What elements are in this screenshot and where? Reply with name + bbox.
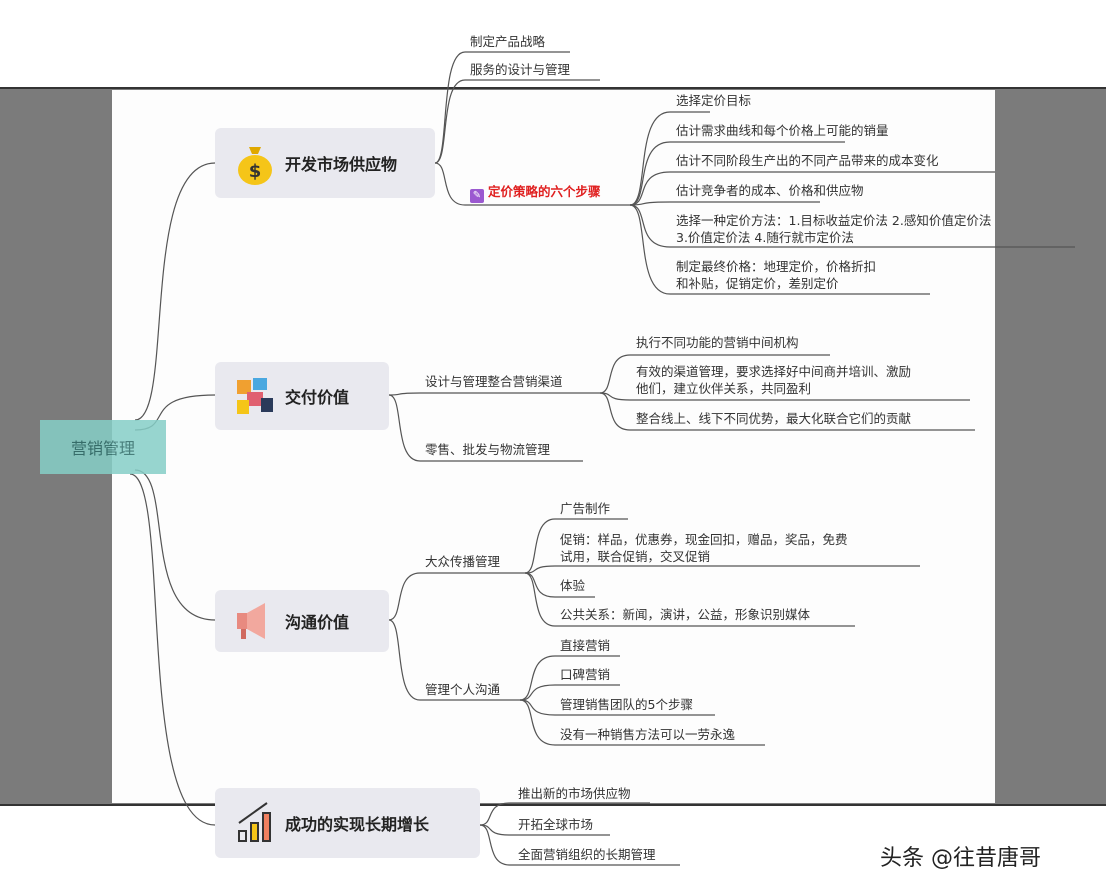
connector-line (434, 51, 570, 164)
node-label: 成功的实现长期增长 (285, 815, 430, 834)
list-item[interactable]: 公共关系：新闻，演讲，公益，形象识别媒体 (560, 607, 811, 622)
list-item[interactable]: 选择一种定价方法：1.目标收益定价法 2.感知价值定价法 (676, 213, 992, 228)
list-item[interactable]: 没有一种销售方法可以一劳永逸 (560, 727, 736, 742)
connector-line (524, 572, 855, 627)
canvas-panel (112, 90, 995, 803)
node-communicate-value[interactable]: 沟通价值 (215, 590, 389, 652)
list-item[interactable]: 他们，建立伙伴关系，共同盈利 (636, 381, 812, 396)
topic-pricing-steps[interactable]: ✎ 定价策略的六个步骤 (470, 184, 601, 203)
svg-text:$: $ (249, 161, 262, 182)
connector-line (519, 699, 765, 746)
list-item[interactable]: 估计竞争者的成本、价格和供应物 (676, 183, 864, 198)
topic-personal-communication[interactable]: 管理个人沟通 (425, 682, 501, 697)
list-item[interactable]: 3.价值定价法 4.随行就市定价法 (676, 230, 854, 245)
topic-new-offerings[interactable]: 推出新的市场供应物 (518, 786, 631, 801)
node-deliver-value[interactable]: 交付价值 (215, 362, 389, 430)
connector-line (524, 565, 920, 574)
connector-line (434, 79, 600, 164)
topic-mass-communication[interactable]: 大众传播管理 (425, 554, 501, 569)
connector-line (629, 141, 845, 206)
connector-line (524, 518, 628, 574)
list-item[interactable]: 选择定价目标 (676, 93, 752, 108)
connector-line (134, 469, 216, 621)
list-item[interactable]: 口碑营销 (560, 667, 611, 682)
connector-line (629, 204, 1075, 248)
connector-line (629, 204, 930, 295)
list-item[interactable]: 和补贴，促销定价，差别定价 (676, 276, 839, 291)
node-develop-offerings[interactable]: $ 开发市场供应物 (215, 128, 435, 198)
connector-line (524, 572, 595, 598)
connector-line (388, 392, 600, 396)
list-item[interactable]: 广告制作 (560, 501, 611, 516)
divider (0, 804, 1106, 806)
topic-retail[interactable]: 零售、批发与物流管理 (425, 442, 551, 457)
megaphone-icon (237, 603, 265, 639)
connector-line (519, 655, 620, 701)
puzzle-icon (237, 378, 273, 414)
topic-global-markets[interactable]: 开拓全球市场 (518, 817, 594, 832)
connector-line (629, 201, 820, 206)
list-item[interactable]: 整合线上、线下不同优势，最大化联合它们的贡献 (636, 411, 912, 426)
connector-line (479, 824, 610, 836)
root-node[interactable]: 营销管理 (40, 420, 166, 474)
connector-line (388, 619, 520, 701)
connector-line (599, 354, 830, 394)
pencil-icon: ✎ (470, 189, 484, 203)
node-label: 开发市场供应物 (285, 155, 398, 174)
divider (0, 87, 1106, 89)
list-item[interactable]: 直接营销 (560, 638, 611, 653)
node-label: 沟通价值 (285, 613, 350, 632)
connector-line (519, 699, 715, 716)
connector-line (388, 394, 583, 462)
connector-line (519, 684, 620, 701)
bar-chart-icon (238, 802, 271, 842)
topic-service-design[interactable]: 服务的设计与管理 (470, 62, 571, 77)
node-long-term-growth[interactable]: 成功的实现长期增长 (215, 788, 480, 858)
list-item[interactable]: 体验 (560, 578, 586, 593)
money-bag-icon: $ (238, 147, 272, 185)
topic-label: 定价策略的六个步骤 (488, 184, 601, 199)
list-item[interactable]: 估计需求曲线和每个价格上可能的销量 (676, 123, 889, 138)
root-label: 营销管理 (70, 439, 135, 458)
list-item[interactable]: 促销：样品，优惠券，现金回扣，赠品，奖品，免费 (560, 532, 848, 547)
connector-line (479, 802, 650, 826)
connector-line (129, 473, 216, 826)
node-label: 交付价值 (285, 388, 350, 407)
connector-line (629, 111, 710, 206)
list-item[interactable]: 有效的渠道管理，要求选择好中间商并培训、激励 (636, 364, 912, 379)
list-item[interactable]: 制定最终价格：地理定价，价格折扣 (676, 259, 877, 274)
list-item[interactable]: 执行不同功能的营销中间机构 (636, 335, 799, 350)
topic-channels[interactable]: 设计与管理整合营销渠道 (425, 374, 563, 389)
list-item[interactable]: 估计不同阶段生产出的不同产品带来的成本变化 (676, 153, 939, 168)
connector-line (599, 392, 975, 431)
connector-line (134, 162, 216, 421)
connector-line (629, 171, 995, 206)
connector-line (388, 572, 525, 621)
list-item[interactable]: 管理销售团队的5个步骤 (560, 697, 693, 712)
connector-line (479, 824, 680, 866)
topic-product-strategy[interactable]: 制定产品战略 (470, 34, 546, 49)
connector-line (599, 392, 970, 401)
list-item[interactable]: 试用，联合促销，交叉促销 (560, 549, 711, 564)
topic-org-management[interactable]: 全面营销组织的长期管理 (518, 847, 656, 862)
connector-line (434, 162, 630, 206)
watermark: 头条 @往昔唐哥 (880, 846, 1041, 871)
